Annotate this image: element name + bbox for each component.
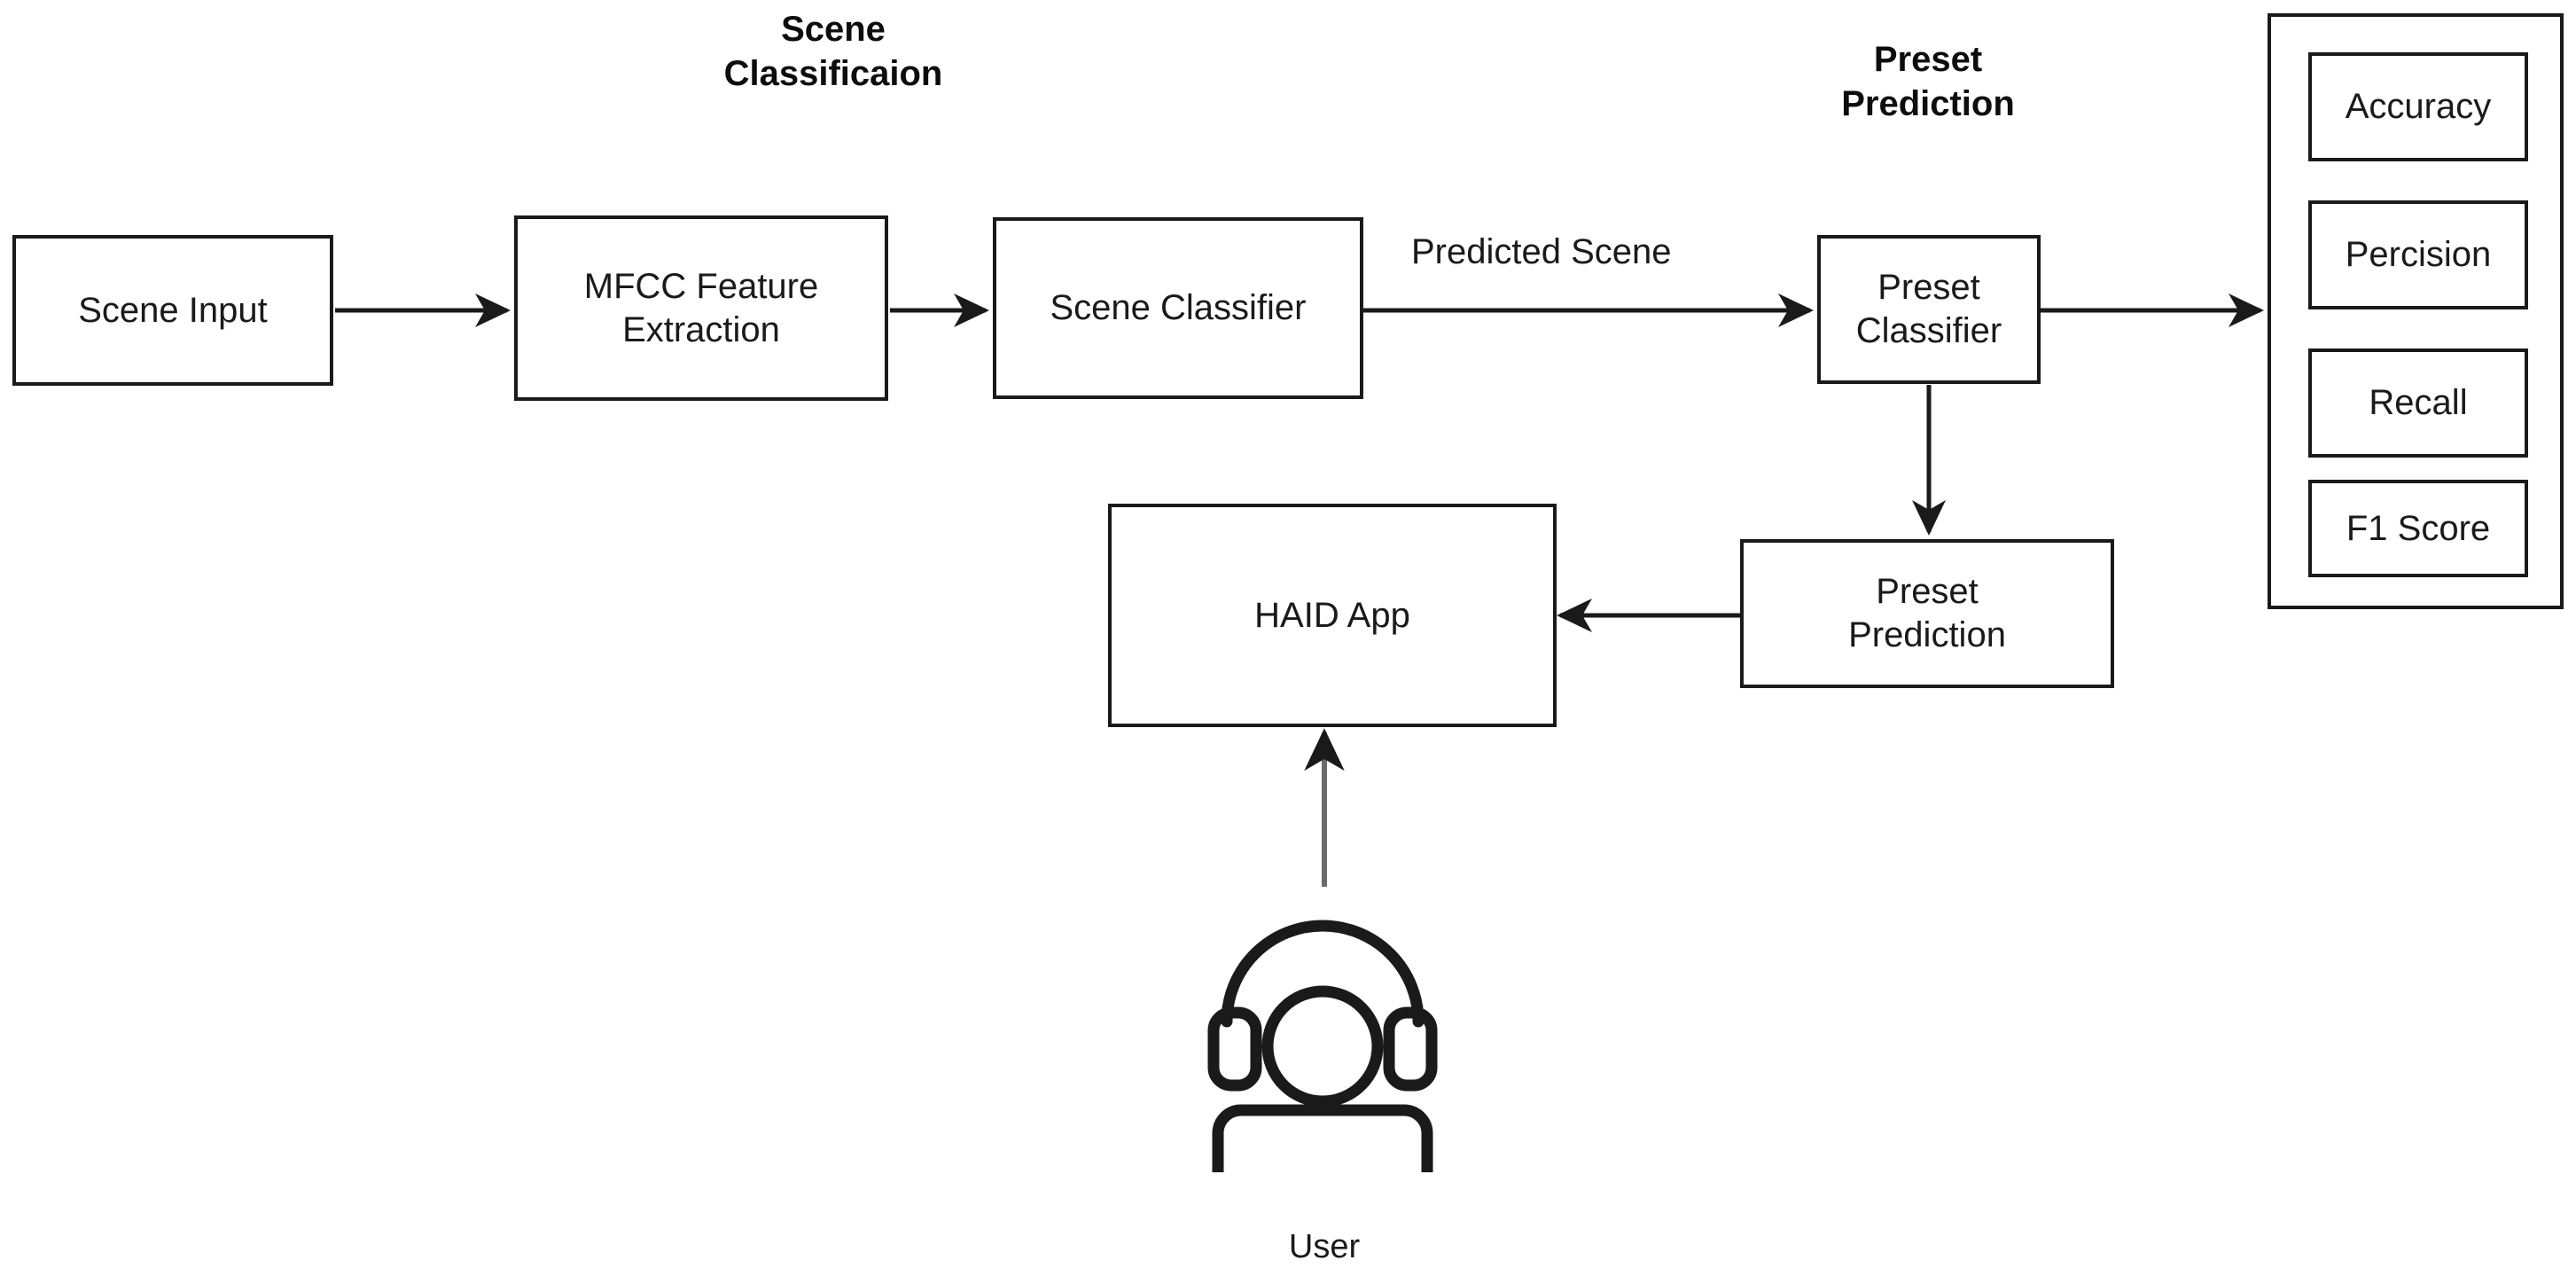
metric-label: Accuracy xyxy=(2345,87,2492,126)
metric-label: F1 Score xyxy=(2346,508,2491,548)
node-preset-classifier[interactable]: Preset Classifier xyxy=(1817,235,2041,384)
metric-box-accuracy[interactable]: Accuracy xyxy=(2308,52,2528,161)
node-scene-classifier[interactable]: Scene Classifier xyxy=(993,217,1363,399)
metric-label: Recall xyxy=(2369,383,2468,422)
metric-box-recall[interactable]: Recall xyxy=(2308,348,2528,458)
node-mfcc-feature-extraction[interactable]: MFCC Feature Extraction xyxy=(514,215,888,401)
metric-box-percision[interactable]: Percision xyxy=(2308,200,2528,309)
user-caption: User xyxy=(1288,1228,1361,1265)
node-haid-app[interactable]: HAID App xyxy=(1108,504,1557,727)
section-title-preset-prediction: Preset Prediction xyxy=(1841,40,2015,123)
node-preset-prediction[interactable]: Preset Prediction xyxy=(1740,539,2114,688)
metrics-container: Accuracy Percision Recall F1 Score xyxy=(2268,13,2564,609)
node-scene-input[interactable]: Scene Input xyxy=(12,235,333,386)
user-headphones-icon xyxy=(1207,920,1438,1172)
metric-box-f1-score[interactable]: F1 Score xyxy=(2308,480,2528,577)
edge-label-predicted-scene: Predicted Scene xyxy=(1411,232,1672,271)
section-title-scene-classification: Scene Classificaion xyxy=(723,10,943,93)
metric-label: Percision xyxy=(2345,235,2492,274)
